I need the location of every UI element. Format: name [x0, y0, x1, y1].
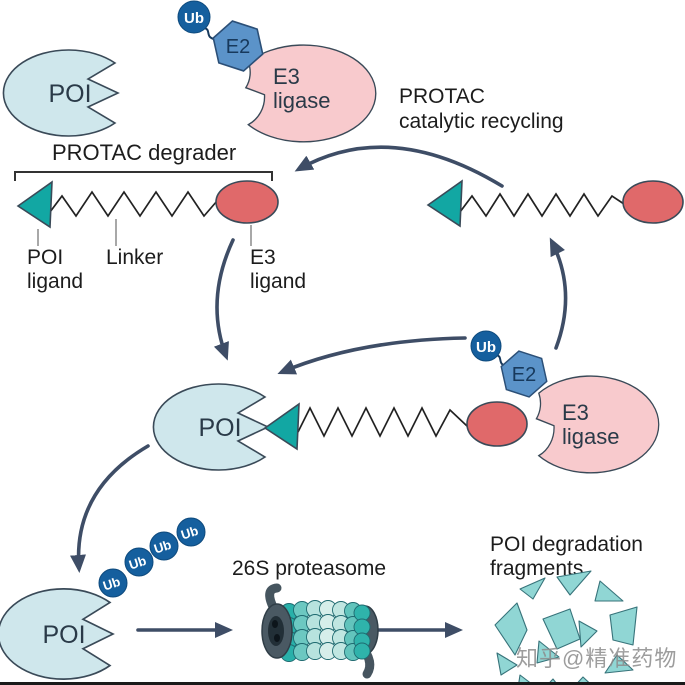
ub-label: Ub	[127, 553, 148, 573]
ubiquitin-icon	[124, 547, 154, 577]
poi-mid-label: POI	[198, 414, 241, 442]
watermark-text: 知乎@精准药物	[516, 646, 677, 671]
ub-label: Ub	[179, 523, 200, 543]
linker-zigzag	[297, 406, 468, 438]
proteasome-opening	[268, 616, 284, 646]
arrow-e3-to-complex	[277, 336, 467, 375]
linker-label: Linker	[106, 246, 163, 269]
e3-label-line2: ligase	[273, 88, 330, 113]
fragments-label-line1: POI degradation	[490, 533, 643, 556]
recycling-line1: PROTAC	[399, 85, 485, 108]
ub-label: Ub	[476, 339, 496, 356]
ubiquitin-icon	[149, 531, 179, 561]
proteasome-barrel	[261, 583, 379, 679]
e3-ligand-label-line2: ligand	[250, 270, 306, 293]
fragments-cluster	[494, 570, 638, 685]
proteasome-pore-dot	[274, 634, 280, 642]
poi-top-label: POI	[48, 80, 91, 108]
poi-top: POI	[2, 49, 119, 137]
recycling-label: PROTAC catalytic recycling	[399, 85, 564, 133]
cycle-arrows	[70, 145, 568, 638]
protac-degrader: PROTAC degrader POI ligand Linker E3 lig…	[14, 140, 306, 293]
e3-label-line1: E3	[273, 64, 300, 89]
e3-ligand-oval	[215, 180, 279, 224]
poi-ligand-label-line1: POI	[27, 246, 63, 269]
degradation-fragments: POI degradation fragments	[490, 533, 643, 685]
arrow-complex-to-poi	[70, 444, 150, 573]
ubiquitin-icon	[177, 0, 211, 34]
recycle-arrow-top	[294, 145, 504, 188]
bracket	[14, 171, 273, 181]
recycled-protac	[427, 180, 684, 227]
ub-label: Ub	[152, 537, 173, 557]
e2-label: E2	[226, 36, 250, 58]
e3-ligand-oval	[622, 180, 684, 224]
arrow-complex-to-recycled	[549, 237, 568, 350]
fragments-label-line2: fragments	[490, 557, 583, 580]
recycling-line2: catalytic recycling	[399, 110, 564, 133]
proteasome-label: 26S proteasome	[232, 557, 386, 580]
ubiquitin-icon	[98, 568, 128, 598]
e3-label-line2: ligase	[562, 424, 619, 449]
linker-zigzag	[49, 190, 218, 218]
ub-label: Ub	[184, 10, 204, 27]
ubiquitin-icon	[470, 330, 502, 362]
e3-ligand-oval	[466, 401, 528, 447]
proteasome: 26S proteasome	[232, 557, 386, 679]
linker-zigzag	[459, 192, 625, 218]
e3-complex-top: Ub E2 E3 ligase	[177, 0, 377, 143]
proteasome-scales	[280, 600, 371, 662]
poi-bottom-label: POI	[42, 621, 85, 649]
poi-ligand-label-line2: ligand	[27, 270, 83, 293]
e2-label: E2	[512, 364, 536, 386]
ubiquitin-icon	[176, 517, 206, 547]
ub-label: Ub	[101, 574, 122, 594]
bottom-border	[0, 682, 685, 685]
ubiquitin-chain: Ub Ub Ub Ub	[98, 517, 206, 598]
e3-ligand-label-line1: E3	[250, 246, 276, 269]
poly-ub-poi: POI Ub Ub Ub Ub	[0, 517, 206, 680]
protac-degrader-title: PROTAC degrader	[52, 140, 236, 165]
proteasome-pore-dot	[272, 620, 278, 628]
ternary-complex: Ub E2 POI E3 ligase	[152, 330, 660, 474]
arrow-degrader-to-complex	[213, 238, 235, 361]
e3-label-line1: E3	[562, 400, 589, 425]
